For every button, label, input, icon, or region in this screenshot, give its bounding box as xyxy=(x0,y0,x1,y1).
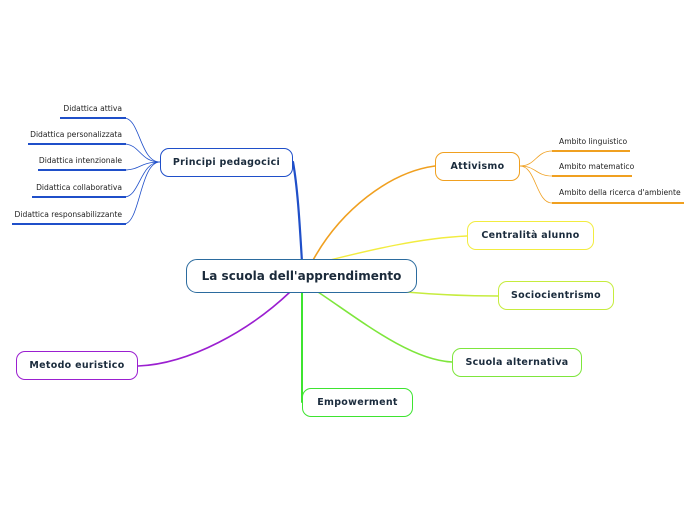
leaf-didattica-personalizzata[interactable]: Didattica personalizzata xyxy=(30,130,122,139)
connector-attivismo xyxy=(311,165,436,263)
connector-principi-leaf-0 xyxy=(123,117,161,163)
branch-empower-label: Empowerment xyxy=(317,397,398,408)
branch-scuola-alternativa[interactable]: Scuola alternativa xyxy=(452,348,582,377)
connector-lines xyxy=(123,117,553,403)
branch-centralita-label: Centralità alunno xyxy=(481,230,580,241)
branch-principi-pedagocici[interactable]: Principi pedagocici xyxy=(160,148,293,177)
branch-scuola-label: Scuola alternativa xyxy=(465,357,569,368)
leaf-didattica-attiva[interactable]: Didattica attiva xyxy=(63,104,122,113)
connector-centralita xyxy=(321,235,468,263)
leaf-didattica-intenzionale[interactable]: Didattica intenzionale xyxy=(38,156,122,165)
branch-metodo-euristico[interactable]: Metodo euristico xyxy=(16,351,138,380)
connector-metodo xyxy=(137,291,291,367)
branch-attivismo[interactable]: Attivismo xyxy=(435,152,520,181)
connector-principi-leaf-3 xyxy=(123,161,161,198)
branch-metodo-label: Metodo euristico xyxy=(29,360,125,371)
branch-socio-label: Sociocientrismo xyxy=(511,290,601,301)
leaf-ambito-linguistico[interactable]: Ambito linguistico xyxy=(559,137,628,146)
connector-principi xyxy=(291,160,304,264)
connector-principi-leaf-2 xyxy=(123,161,161,171)
central-topic-label: La scuola dell'apprendimento xyxy=(201,269,402,283)
branch-centralita-alunno[interactable]: Centralità alunno xyxy=(467,221,594,250)
connector-scuola xyxy=(317,291,453,363)
leaf-ambito-matematico[interactable]: Ambito matematico xyxy=(559,162,635,171)
branch-sociocientrismo[interactable]: Sociocientrismo xyxy=(498,281,614,310)
central-topic[interactable]: La scuola dell'apprendimento xyxy=(186,259,417,293)
connector-attivismo-leaf-0 xyxy=(519,150,553,167)
connector-principi-leaf-1 xyxy=(123,143,161,163)
branch-empowerment[interactable]: Empowerment xyxy=(302,388,413,417)
branch-principi-label: Principi pedagocici xyxy=(172,157,281,168)
leaf-didattica-responsabilizzante[interactable]: Didattica responsabilizzante xyxy=(14,210,122,219)
connector-principi-leaf-4 xyxy=(123,161,161,225)
leaf-underlines xyxy=(12,117,684,225)
branch-attivismo-label: Attivismo xyxy=(450,161,505,172)
leaf-didattica-collaborativa[interactable]: Didattica collaborativa xyxy=(36,183,122,192)
connector-socio xyxy=(405,291,499,297)
leaf-ambito-ricerca-ambiente[interactable]: Ambito della ricerca d'ambiente xyxy=(559,188,681,197)
connector-attivismo-leaf-2 xyxy=(519,165,553,204)
